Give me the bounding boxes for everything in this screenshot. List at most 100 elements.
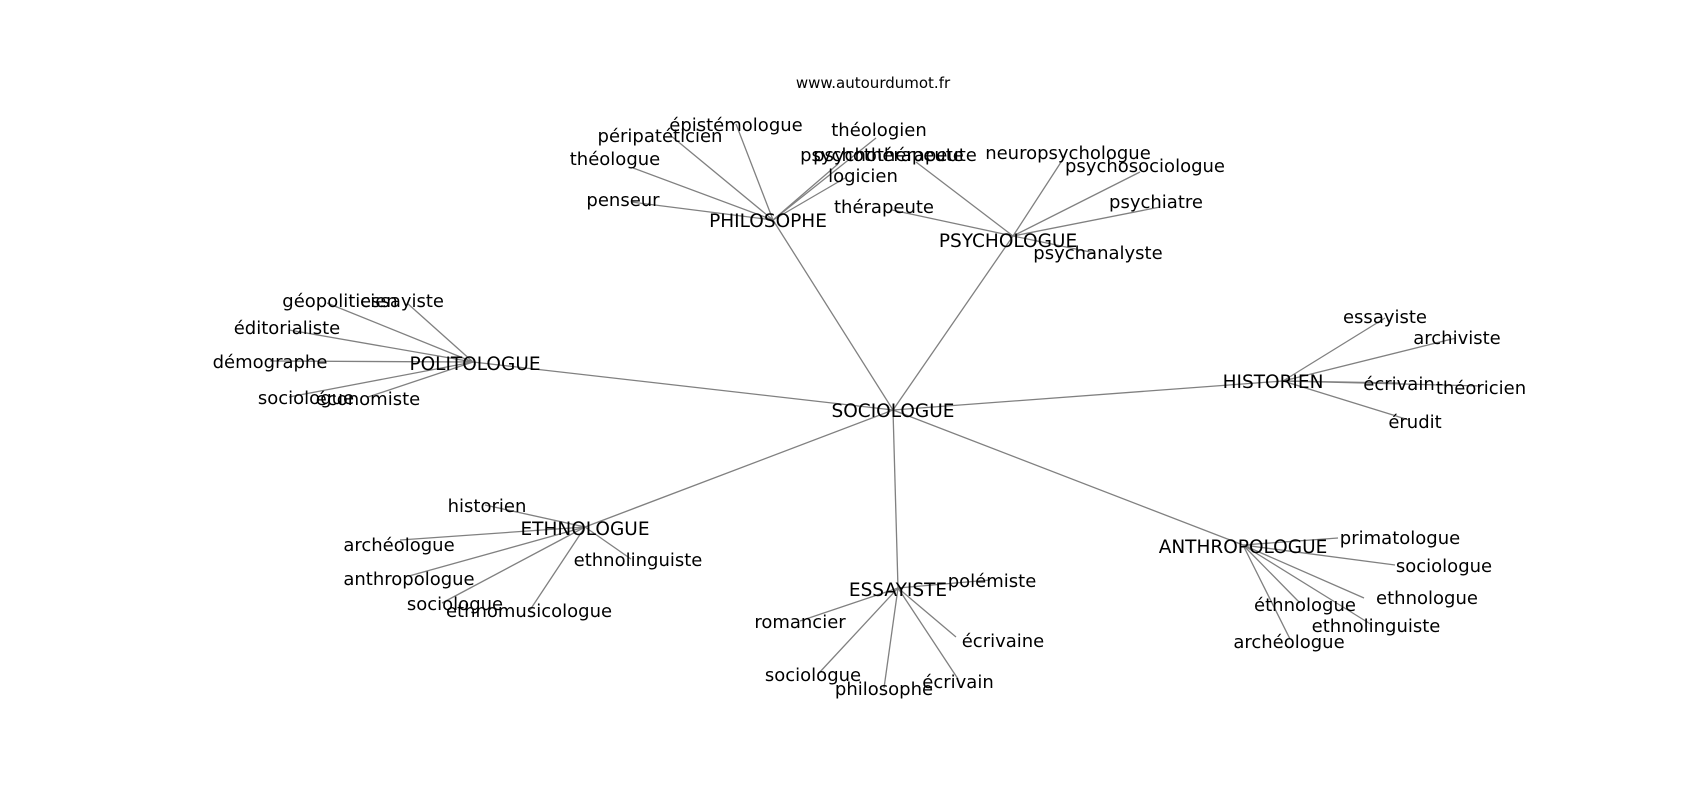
edge-cluster-2-leaf-4 [288,361,474,398]
edge-cluster-3-leaf-0 [1282,317,1386,382]
leaf-node-label[interactable]: éditorialiste [234,318,341,339]
edge-cluster-2-leaf-0 [326,302,474,363]
hub-node-label[interactable]: ETHNOLOGUE [520,519,649,540]
leaf-node-label[interactable]: historien [448,496,527,517]
edge-cluster-0-leaf-3 [630,201,774,221]
edge-cluster-2-leaf-1 [406,302,474,363]
leaf-node-label[interactable]: épistémologue [669,115,802,136]
edge-cluster-3-leaf-1 [1282,337,1457,382]
edge-cluster-1-leaf-4 [1012,206,1161,237]
edge-cluster-6-leaf-2 [1242,544,1365,599]
hub-node-label[interactable]: PSYCHOLOGUE [939,231,1077,252]
leaf-node-label[interactable]: essayiste [1343,307,1427,328]
leaf-node-label[interactable]: théologue [570,149,660,170]
edge-cluster-0-leaf-5 [772,163,839,221]
edge-cluster-2-leaf-5 [367,361,474,398]
leaf-node-label[interactable]: thérapeute [834,197,934,218]
edge-cluster-6-leaf-4 [1242,544,1373,626]
leaf-node-label[interactable]: anthropologue [343,569,474,590]
leaf-node-label[interactable]: ethnomusicologue [446,601,612,622]
leaf-node-label[interactable]: primatologue [1340,528,1460,549]
edge-cluster-4-leaf-3 [441,526,586,604]
edge-cluster-5-leaf-3 [818,587,899,674]
edge-center-to-4 [584,409,894,528]
watermark: www.autourdumot.fr [796,74,951,92]
edge-cluster-0-leaf-0 [735,123,774,221]
edge-cluster-5-leaf-1 [799,587,899,622]
edge-cluster-6-leaf-0 [1242,537,1339,546]
leaf-node-label[interactable]: polémiste [948,571,1037,592]
leaf-node-label[interactable]: essayiste [360,291,444,312]
edge-cluster-4-leaf-2 [408,526,586,577]
leaf-node-label[interactable]: logicien [828,166,898,187]
edge-cluster-6-leaf-1 [1242,544,1396,566]
leaf-node-label[interactable]: archiviste [1413,328,1501,349]
edge-cluster-4-leaf-0 [484,504,586,528]
edge-cluster-1-leaf-3 [1012,171,1141,237]
leaf-node-label[interactable]: théoricien [1436,378,1526,399]
leaf-node-label[interactable]: éthnologue [1254,595,1356,616]
leaf-node-label[interactable]: théologien [831,120,926,141]
leaf-node-label[interactable]: ethnolinguiste [574,550,703,571]
leaf-node-label[interactable]: archéologue [343,535,454,556]
leaf-node-label[interactable]: psychiatre [1109,192,1203,213]
leaf-node-label[interactable]: philosophe [835,679,933,700]
edge-cluster-1-leaf-1 [891,209,1014,237]
edge-center-to-0 [772,219,894,411]
edge-cluster-5-leaf-4 [883,587,899,689]
leaf-node-label[interactable]: ethnolinguiste [1312,616,1441,637]
leaf-node-label[interactable]: sociologue [765,665,861,686]
hub-node-label[interactable]: ESSAYISTE [849,580,947,601]
leaf-node-label[interactable]: romancier [754,612,846,633]
graph-edges [269,123,1482,689]
leaf-node-label[interactable]: penseur [586,190,660,211]
leaf-node-label[interactable]: neuropsychologue [985,143,1151,164]
edge-cluster-0-leaf-2 [632,167,774,221]
edge-cluster-3-leaf-3 [1282,380,1482,387]
edge-cluster-1-leaf-5 [1012,235,1096,254]
edge-cluster-2-leaf-2 [288,329,474,363]
leaf-node-label[interactable]: économiste [316,389,420,410]
leaf-node-label[interactable]: psychothérapeute [813,145,977,166]
leaf-node-label[interactable]: démographe [213,352,328,373]
leaf-node-label[interactable]: écrivain [922,672,993,693]
leaf-node-label[interactable]: psychanalyste [1033,243,1162,264]
edge-center-to-2 [472,361,894,411]
leaf-node-label[interactable]: archéologue [1233,632,1344,653]
edge-center-to-3 [892,380,1284,411]
leaf-node-label[interactable]: sociologue [258,388,354,409]
edge-cluster-1-leaf-2 [1012,155,1066,237]
leaf-node-label[interactable]: psychosociologue [1065,156,1225,177]
hub-node-label[interactable]: POLITOLOGUE [409,354,540,375]
edge-cluster-3-leaf-4 [1282,380,1410,421]
edge-cluster-5-leaf-0 [897,579,991,589]
edge-cluster-2-leaf-3 [269,360,474,363]
leaf-node-label[interactable]: psychothérapeute [800,145,964,166]
center-node-label[interactable]: SOCIOLOGUE [831,401,954,422]
edge-cluster-5-leaf-2 [897,587,957,638]
leaf-node-label[interactable]: écrivaine [962,631,1045,652]
edge-cluster-6-leaf-5 [1242,544,1291,640]
leaf-node-label[interactable]: érudit [1388,412,1441,433]
leaf-node-label[interactable]: géopoliticien [282,291,397,312]
edge-cluster-0-leaf-4 [772,137,877,221]
leaf-node-label[interactable]: écrivain [1363,374,1434,395]
edge-cluster-4-leaf-4 [529,526,586,611]
edge-cluster-0-leaf-6 [772,177,846,221]
hub-node-label[interactable]: ANTHROPOLOGUE [1159,537,1328,558]
edge-cluster-1-leaf-0 [915,161,1014,237]
edge-cluster-6-leaf-3 [1242,544,1301,604]
leaf-node-label[interactable]: péripatéticien [598,126,723,147]
edge-center-to-6 [892,409,1244,546]
edge-cluster-4-leaf-1 [399,526,586,541]
leaf-node-label[interactable]: sociologue [407,594,503,615]
edge-cluster-5-leaf-5 [897,587,959,680]
leaf-node-label[interactable]: ethnologue [1376,588,1478,609]
edge-cluster-4-leaf-5 [584,526,632,560]
hub-node-label[interactable]: PHILOSOPHE [709,211,827,232]
hub-node-label[interactable]: HISTORIEN [1223,372,1324,393]
leaf-node-label[interactable]: sociologue [1396,556,1492,577]
edge-center-to-1 [892,235,1014,411]
